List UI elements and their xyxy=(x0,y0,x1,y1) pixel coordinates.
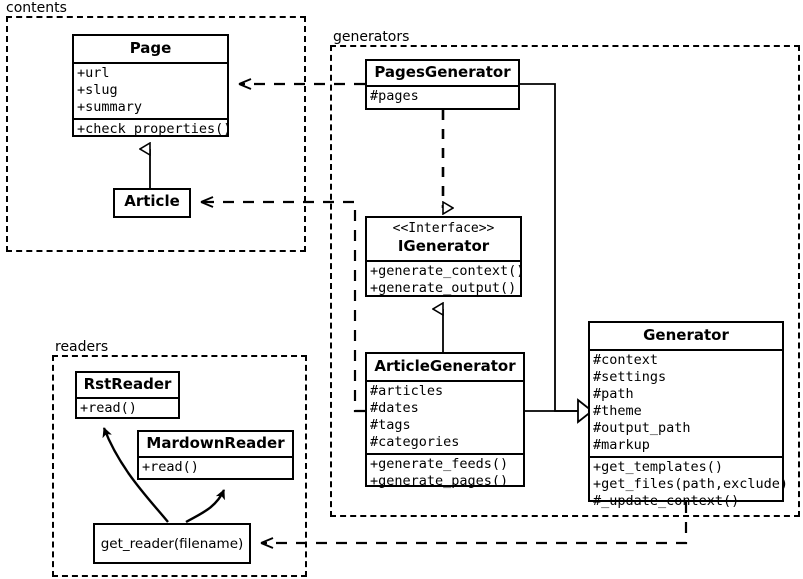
class-title-generator: Generator xyxy=(643,326,729,344)
class-box-generator[interactable]: Generator #context #settings #path #them… xyxy=(588,321,788,509)
class-title-article: Article xyxy=(124,192,180,210)
class-attributes-page: +url +slug +summary xyxy=(74,62,227,118)
attribute-row: #path xyxy=(593,386,634,402)
package-generators xyxy=(330,45,800,517)
method-row: +generate_pages() xyxy=(370,473,509,489)
method-row: +get_files(path,exclude) xyxy=(593,476,789,492)
class-methods-igenerator: +generate_context() +generate_output() xyxy=(367,260,525,299)
method-row: #_update_context() xyxy=(593,493,740,509)
method-row: +generate_context() xyxy=(370,263,525,279)
class-stereotype-igenerator: <<Interface>> xyxy=(392,221,495,236)
package-contents-label: contents xyxy=(4,0,69,16)
class-title-page: Page xyxy=(129,39,172,57)
method-row: +check_properties() xyxy=(77,121,232,137)
class-title-articlegenerator: ArticleGenerator xyxy=(374,357,516,375)
class-methods-articlegenerator: +generate_feeds() +generate_pages() xyxy=(367,453,523,492)
function-label: get_reader(filename) xyxy=(100,535,244,552)
attribute-row: #settings xyxy=(593,369,667,385)
class-header-igenerator: <<Interface>> IGenerator xyxy=(367,218,520,260)
class-title-pagesgenerator: PagesGenerator xyxy=(374,63,511,81)
class-methods-rstreader: +read() xyxy=(77,397,178,419)
class-attributes-pagesgenerator: #pages xyxy=(367,85,518,107)
class-box-article[interactable]: Article xyxy=(113,188,191,218)
class-methods-page: +check_properties() xyxy=(74,118,232,140)
attribute-row: +summary xyxy=(77,99,143,115)
attribute-row: #context xyxy=(593,352,659,368)
attribute-row: +url xyxy=(77,65,110,81)
attribute-row: #pages xyxy=(370,88,419,104)
class-box-articlegenerator[interactable]: ArticleGenerator #articles #dates #tags … xyxy=(365,352,525,489)
class-title-igenerator: IGenerator xyxy=(397,237,490,255)
attribute-row: +slug xyxy=(77,82,118,98)
attribute-row: #output_path xyxy=(593,420,691,436)
method-row: +read() xyxy=(142,459,199,475)
attribute-row: #dates xyxy=(370,400,419,416)
package-contents xyxy=(6,16,306,252)
class-attributes-articlegenerator: #articles #dates #tags #categories xyxy=(367,380,523,453)
package-readers xyxy=(52,355,307,577)
function-box-get-reader[interactable]: get_reader(filename) xyxy=(93,523,251,564)
class-attributes-generator: #context #settings #path #theme #output_… xyxy=(590,349,782,456)
attribute-row: #categories xyxy=(370,434,460,450)
method-row: +get_templates() xyxy=(593,459,724,475)
class-box-pagesgenerator[interactable]: PagesGenerator #pages xyxy=(365,59,520,110)
package-generators-label: generators xyxy=(331,29,412,45)
class-methods-generator: +get_templates() +get_files(path,exclude… xyxy=(590,456,789,512)
class-box-page[interactable]: Page +url +slug +summary +check_properti… xyxy=(72,34,232,140)
attribute-row: #theme xyxy=(593,403,642,419)
method-row: +read() xyxy=(80,400,137,416)
method-row: +generate_output() xyxy=(370,280,517,296)
attribute-row: #tags xyxy=(370,417,411,433)
class-methods-mardownreader: +read() xyxy=(139,456,292,478)
attribute-row: #articles xyxy=(370,383,444,399)
attribute-row: #markup xyxy=(593,437,650,453)
class-box-igenerator[interactable]: <<Interface>> IGenerator +generate_conte… xyxy=(365,216,525,299)
class-box-rstreader[interactable]: RstReader +read() xyxy=(75,371,180,419)
method-row: +generate_feeds() xyxy=(370,456,509,472)
package-readers-label: readers xyxy=(53,339,111,355)
class-box-mardownreader[interactable]: MardownReader +read() xyxy=(137,430,294,480)
class-title-mardownreader: MardownReader xyxy=(146,434,285,452)
class-title-rstreader: RstReader xyxy=(83,375,172,393)
